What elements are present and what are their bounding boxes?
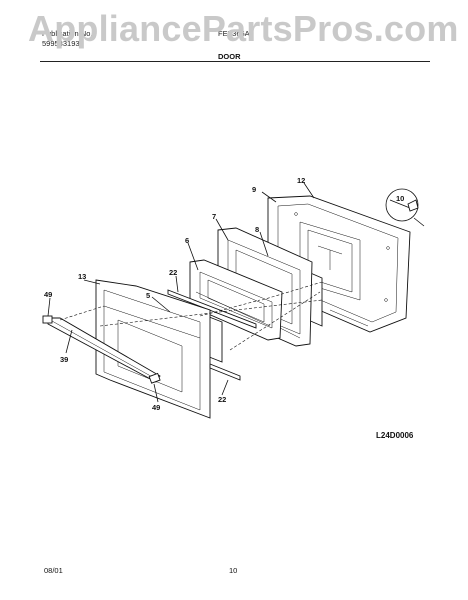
callout-13: 13 bbox=[78, 272, 86, 281]
assembly-lines bbox=[59, 281, 323, 351]
callout-8: 8 bbox=[255, 225, 259, 234]
callout-49-right: 49 bbox=[152, 403, 160, 412]
diagram-code: L24D0006 bbox=[376, 431, 414, 440]
handle-end-cap-left-part bbox=[42, 315, 53, 324]
callout-22-bottom: 22 bbox=[218, 395, 226, 404]
callout-22-top: 22 bbox=[169, 268, 177, 277]
publication-label: Publication No. bbox=[42, 29, 93, 38]
callout-6: 6 bbox=[185, 236, 189, 245]
header-rule bbox=[40, 61, 430, 62]
callout-9: 9 bbox=[252, 185, 256, 194]
footer-date: 08/01 bbox=[44, 566, 63, 575]
outer-door-panel-part bbox=[95, 279, 211, 419]
publication-number: 5995331935 bbox=[42, 39, 84, 48]
trim-strip-bottom-part bbox=[209, 363, 241, 381]
leader-lines bbox=[47, 182, 315, 403]
screw-part bbox=[385, 188, 425, 227]
handle-end-cap-right-part bbox=[148, 372, 161, 384]
footer-page-number: 10 bbox=[229, 566, 238, 575]
callout-5: 5 bbox=[146, 291, 150, 300]
callout-10: 10 bbox=[396, 194, 404, 203]
callout-39: 39 bbox=[60, 355, 68, 364]
section-title: DOOR bbox=[218, 52, 241, 61]
model-number: FEF366A bbox=[218, 29, 250, 38]
callout-7: 7 bbox=[212, 212, 216, 221]
callout-12: 12 bbox=[297, 176, 305, 185]
callout-49-left: 49 bbox=[44, 290, 52, 299]
watermark-logo: AppliancePartsPros.com bbox=[28, 8, 459, 49]
trim-strip-top-part bbox=[167, 289, 257, 329]
